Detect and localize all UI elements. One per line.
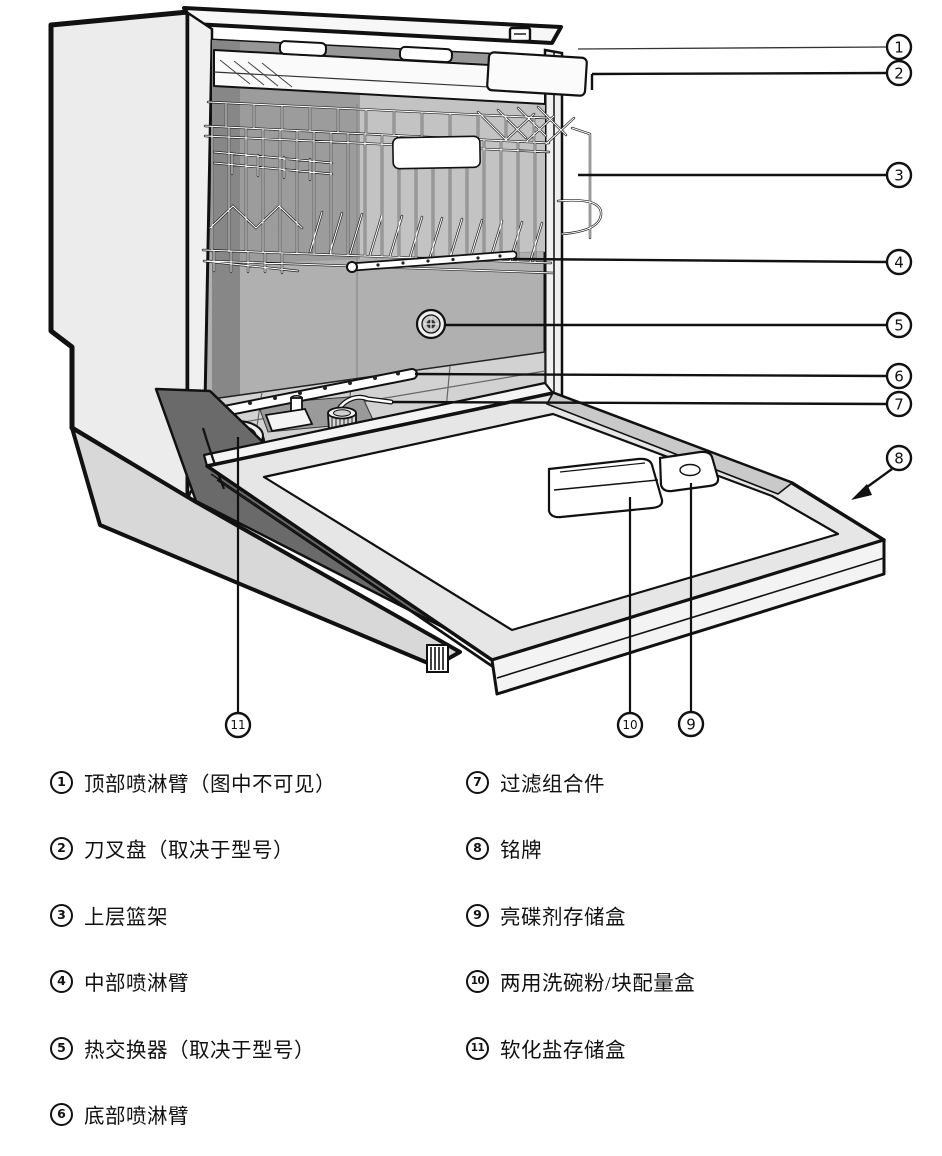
- cabinet-top: [182, 6, 563, 45]
- leader-4: [512, 257, 888, 264]
- svg-text:1: 1: [894, 38, 904, 56]
- legend-number-4: 4: [50, 969, 73, 993]
- svg-text:2: 2: [894, 64, 904, 82]
- legend-number-9: 9: [466, 903, 489, 927]
- legend-number-11: 11: [466, 1036, 489, 1060]
- leader-lines: [236, 46, 893, 713]
- legend-item-10: 10 两用洗碗粉/块配量盒: [466, 969, 696, 995]
- callout-5: 5: [885, 311, 913, 339]
- callout-11: 11: [224, 711, 252, 739]
- svg-text:5: 5: [894, 316, 904, 334]
- leader-6: [414, 372, 888, 378]
- callout-8: 8: [885, 444, 913, 472]
- legend-label-4: 中部喷淋臂: [84, 973, 189, 995]
- legend-item-7: 7 过滤组合件: [466, 770, 605, 796]
- door-hinge-band: [545, 392, 794, 495]
- bottom-spray-arm: [203, 368, 418, 420]
- legend-item-3: 3 上层篮架: [50, 903, 168, 929]
- legend-label-8: 铭牌: [500, 840, 542, 862]
- upper-rack: [201, 100, 603, 275]
- door-stop-foot: [426, 644, 449, 673]
- svg-text:4: 4: [894, 253, 904, 271]
- svg-text:11: 11: [230, 718, 245, 732]
- callout-1: 1: [885, 33, 913, 61]
- cabinet-side-panel: [48, 9, 191, 501]
- svg-text:9: 9: [686, 715, 696, 733]
- legend-item-1: 1 顶部喷淋臂（图中不可见）: [50, 770, 336, 796]
- cutlery-tray: [213, 40, 588, 105]
- leader-1: [577, 46, 888, 50]
- legend-number-7: 7: [466, 770, 489, 794]
- parts-legend: 1 顶部喷淋臂（图中不可见） 2 刀叉盘（取决于型号） 3 上层篮架 4 中部喷…: [0, 748, 942, 1156]
- legend-number-8: 8: [466, 836, 489, 860]
- legend-number-3: 3: [50, 903, 73, 927]
- callout-9: 9: [677, 710, 705, 738]
- pump-cover: [264, 395, 314, 433]
- legend-item-6: 6 底部喷淋臂: [50, 1102, 189, 1128]
- legend-item-5: 5 热交换器（取决于型号）: [50, 1036, 315, 1062]
- detergent-dispenser: [547, 457, 664, 519]
- svg-text:6: 6: [894, 367, 904, 385]
- heat-exchanger: [415, 308, 447, 340]
- callout-3: 3: [885, 161, 913, 189]
- open-door: [205, 391, 886, 696]
- legend-label-2: 刀叉盘（取决于型号）: [84, 840, 294, 862]
- middle-spray-arm: [346, 250, 518, 273]
- legend-number-2: 2: [50, 836, 73, 860]
- legend-number-1: 1: [50, 770, 73, 794]
- legend-number-5: 5: [50, 1036, 73, 1060]
- callout-10: 10: [616, 711, 644, 739]
- legend-item-8: 8 铭牌: [466, 836, 542, 862]
- svg-text:8: 8: [894, 449, 904, 467]
- legend-label-7: 过滤组合件: [500, 774, 605, 796]
- door-latch: [508, 26, 532, 43]
- legend-label-3: 上层篮架: [84, 907, 168, 929]
- leader-7: [391, 400, 888, 406]
- callout-4: 4: [885, 248, 913, 276]
- legend-label-6: 底部喷淋臂: [84, 1106, 189, 1128]
- legend-label-11: 软化盐存储盒: [500, 1040, 626, 1062]
- callouts: 1 2 3 4 5 6 7: [224, 33, 913, 739]
- svg-text:7: 7: [894, 395, 904, 413]
- legend-item-9: 9 亮碟剂存储盒: [466, 903, 626, 929]
- legend-number-6: 6: [50, 1102, 73, 1126]
- svg-text:10: 10: [622, 718, 637, 732]
- legend-label-1: 顶部喷淋臂（图中不可见）: [84, 774, 336, 796]
- callout-7: 7: [885, 390, 913, 418]
- legend-label-9: 亮碟剂存储盒: [500, 907, 626, 929]
- leader-2: [590, 71, 888, 90]
- dishwasher-illustration: 1 2 3 4 5 6 7: [48, 6, 913, 739]
- callout-2: 2: [885, 59, 913, 87]
- legend-item-4: 4 中部喷淋臂: [50, 969, 189, 995]
- svg-text:3: 3: [894, 166, 904, 184]
- legend-item-2: 2 刀叉盘（取决于型号）: [50, 836, 294, 862]
- door-front-edge: [490, 538, 886, 696]
- legend-label-5: 热交换器（取决于型号）: [84, 1040, 315, 1062]
- legend-label-10: 两用洗碗粉/块配量盒: [500, 973, 696, 995]
- rating-plate-arrowhead: [851, 484, 872, 500]
- callout-6: 6: [885, 362, 913, 390]
- rinse-aid-dispenser: [658, 450, 720, 493]
- legend-number-10: 10: [466, 969, 489, 993]
- legend-item-11: 11 软化盐存储盒: [466, 1036, 626, 1062]
